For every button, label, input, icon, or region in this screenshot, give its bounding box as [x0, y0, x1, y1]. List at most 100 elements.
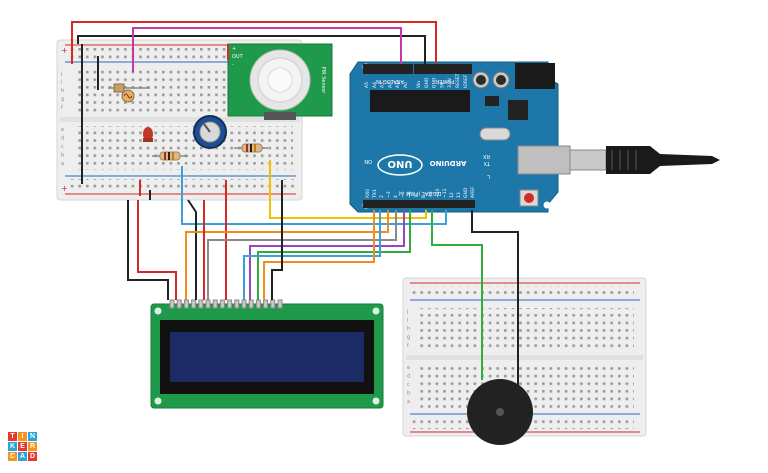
row-letter: j: [60, 71, 62, 77]
logo-letter: K: [8, 442, 17, 451]
l-label: L: [487, 173, 490, 179]
analog-pin-label: A4: [372, 82, 378, 88]
analog-pin-label: A0: [403, 82, 409, 88]
wire-black: [127, 200, 169, 300]
wire-green: [431, 210, 483, 380]
lcd-pin[interactable]: [198, 299, 204, 309]
analog-pin-label: A5: [364, 82, 370, 88]
potentiometer[interactable]: [193, 115, 227, 149]
lcd-pin[interactable]: [277, 299, 283, 309]
pir-sensor[interactable]: PIR Sensor + OUT -: [227, 43, 333, 120]
digital-pin-label: 2: [379, 195, 385, 198]
lcd-pin[interactable]: [169, 299, 175, 309]
resistor[interactable]: [152, 151, 188, 161]
wire-orange: [185, 210, 389, 300]
wire-magenta: [132, 27, 402, 72]
usb-port: [517, 145, 571, 175]
digital-pin-label: 7: [414, 195, 420, 198]
logo-letter: C: [8, 452, 17, 461]
row-letter: g: [61, 97, 64, 103]
crystal: [479, 127, 511, 141]
tx-label: TX: [483, 160, 491, 166]
row-letter: c: [61, 144, 64, 150]
digital-pin-label: 8: [421, 195, 427, 198]
rail-plus-label: +: [61, 184, 68, 193]
logo-letter: N: [28, 432, 37, 441]
digital-pin-label: 13: [456, 192, 462, 198]
pir-pin-label: +: [232, 46, 236, 52]
power-pin-label: Vin: [416, 81, 422, 88]
lcd-pin[interactable]: [219, 299, 225, 309]
uno-label: UNO: [388, 158, 413, 169]
row-letter: c: [407, 382, 410, 388]
lcd-pin[interactable]: [241, 299, 247, 309]
digital-header: [363, 200, 475, 208]
lcd-pin[interactable]: [263, 299, 269, 309]
power-label: POWER: [435, 78, 454, 84]
wire-black: [77, 35, 426, 64]
lcd-pin[interactable]: [248, 299, 254, 309]
lcd-pin[interactable]: [227, 299, 233, 309]
arduino-uno[interactable]: UNO ARDUINO ANALOG IN POWER DIGITAL (PWM…: [349, 61, 571, 213]
analog-pin-label: A1: [395, 82, 401, 88]
reset-button[interactable]: [524, 193, 534, 203]
rx-label: RX: [483, 153, 490, 159]
wires: [71, 21, 519, 390]
row-letter: b: [407, 391, 410, 397]
analog-pin-label: A2: [387, 82, 393, 88]
wire-black: [271, 180, 283, 300]
lcd-module[interactable]: [150, 299, 384, 409]
analog-header: [363, 64, 413, 74]
digital-pin-label: AREF: [470, 186, 476, 198]
piezo-buzzer[interactable]: [467, 379, 533, 445]
lcd-pin[interactable]: [191, 299, 197, 309]
logo-letter: E: [18, 442, 27, 451]
wire-yellow: [269, 160, 427, 219]
pir-label: PIR Sensor: [320, 67, 326, 95]
power-header: [414, 64, 472, 74]
analog-in-label: ANALOG IN: [376, 78, 404, 84]
atmega-chip: [370, 90, 470, 112]
digital-pin-label: ~9: [428, 191, 434, 198]
row-letter: j: [406, 309, 408, 315]
wire-black: [471, 210, 519, 390]
logo-letter: A: [18, 452, 27, 461]
arduino-brand-label: ARDUINO: [430, 159, 467, 167]
rail-plus-label: +: [61, 46, 68, 55]
digital-pin-label: GND: [463, 187, 469, 198]
digital-label: DIGITAL (PWM ~): [398, 190, 441, 196]
lcd-pin[interactable]: [205, 299, 211, 309]
logo-letter: T: [8, 432, 17, 441]
pir-pin-label: -: [232, 62, 234, 68]
lcd-pin[interactable]: [212, 299, 218, 309]
resistor[interactable]: [234, 143, 268, 153]
wire-orange: [263, 210, 375, 300]
power-pin-label: GND: [424, 77, 430, 88]
lcd-pin[interactable]: [234, 299, 240, 309]
power-pin-label: IOREF: [463, 74, 469, 88]
pir-pin-label: OUT: [232, 54, 244, 60]
row-letter: a: [407, 399, 410, 405]
analog-pin-label: A3: [380, 82, 386, 88]
lcd-pin[interactable]: [176, 299, 182, 309]
row-letter: i: [61, 80, 62, 86]
logo-letter: I: [18, 432, 27, 441]
logo-letter: D: [28, 452, 37, 461]
photoresistor[interactable]: [108, 83, 150, 103]
power-pin-label: 3.3V: [447, 77, 453, 88]
row-letter: f: [61, 105, 63, 111]
on-label: ON: [364, 158, 372, 164]
row-letter: h: [61, 88, 64, 94]
digital-pin-label: ~11: [442, 188, 448, 198]
wire-green: [257, 210, 411, 300]
lcd-pin[interactable]: [183, 299, 189, 309]
logo-letter: R: [28, 442, 37, 451]
power-pin-label: RESET: [455, 73, 461, 88]
lcd-pin[interactable]: [270, 299, 276, 309]
lcd-pin[interactable]: [255, 299, 261, 309]
wire-red: [71, 21, 437, 64]
red-led[interactable]: [143, 127, 153, 142]
